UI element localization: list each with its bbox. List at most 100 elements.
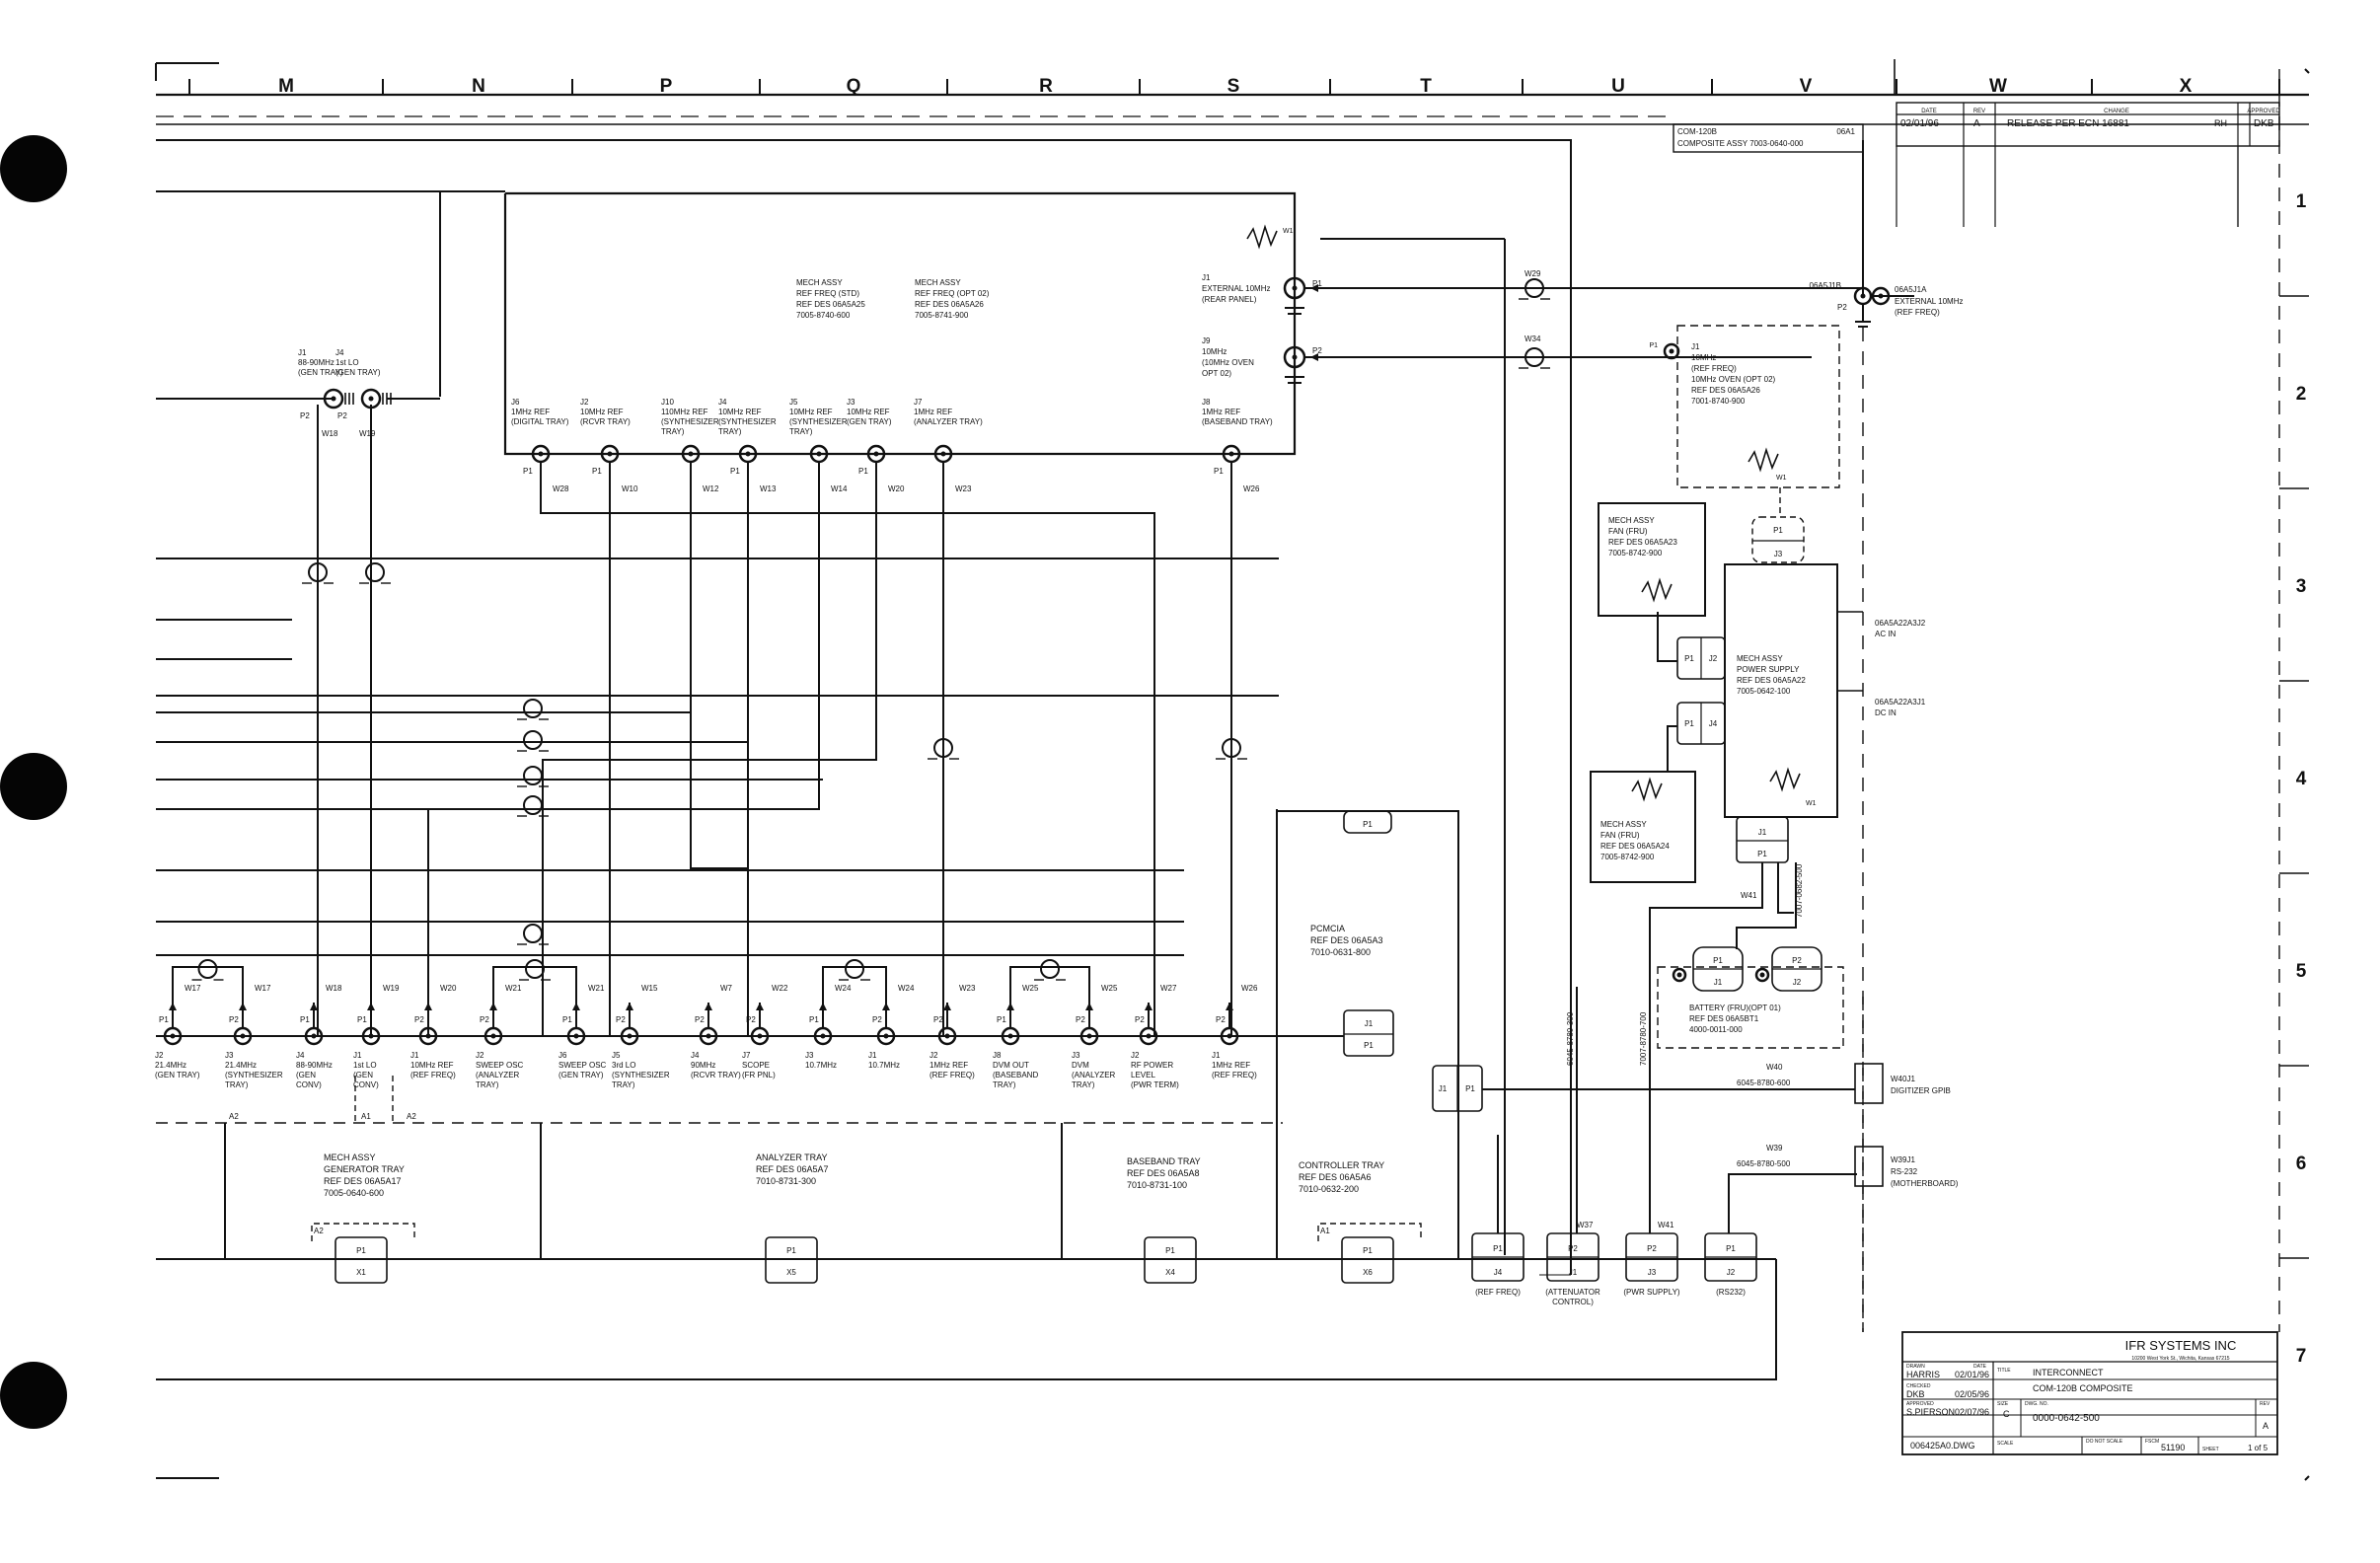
border-column-label: R: [1039, 76, 1053, 97]
bottom-jack-label: (PWR TERM): [1131, 1080, 1179, 1089]
binder-hole-1: [0, 135, 67, 202]
ext-ref-j1-label: EXTERNAL 10MHz: [1202, 284, 1271, 293]
gpib-jack-label: W40J1: [1891, 1075, 1915, 1083]
gen-tray-plug-label: P2: [300, 411, 310, 420]
coax-pin-icon: [1228, 451, 1234, 457]
bottom-jack-label: J7: [742, 1051, 751, 1060]
revision-rev-header: REV: [1973, 109, 1985, 114]
generator-tray-label: GENERATOR TRAY: [324, 1164, 405, 1174]
gpib-cable-label: 6045-8780-600: [1737, 1079, 1791, 1087]
gen-tray-jack-label: 88-90MHz: [298, 358, 335, 367]
bottom-jack-label: TRAY): [225, 1080, 249, 1089]
tray-slot-p-label: P1: [356, 1246, 366, 1255]
coax-pin-icon: [311, 1033, 317, 1039]
ref-bus-jack-label: J4: [718, 398, 727, 407]
ext-jack-label: 06A5J1B: [1810, 281, 1841, 290]
tray-slot-p-label: P1: [1363, 1246, 1373, 1255]
border-column-label: U: [1611, 76, 1625, 97]
bottom-jack-label: SWEEP OSC: [558, 1061, 607, 1070]
coax-pin-icon: [240, 1033, 246, 1039]
arrow-icon: [310, 1003, 318, 1010]
fan1-box: [1598, 502, 1706, 617]
wire-top-left-bus: [156, 139, 1572, 1275]
oven-box: [1676, 325, 1840, 488]
coax-pin-icon: [170, 1033, 176, 1039]
ref-bus-jack-label: J3: [847, 398, 855, 407]
oven-label: 7001-8740-900: [1691, 397, 1746, 406]
ferrite-icon: [1525, 278, 1544, 298]
revision-by: RH: [2214, 118, 2227, 128]
bottom-wire-label: W17: [185, 984, 201, 993]
ferrite-icon: [1040, 959, 1060, 979]
bottom-jack-label: (ANALYZER: [1072, 1071, 1116, 1079]
rs232-sub-label: (MOTHERBOARD): [1891, 1179, 1959, 1188]
composite-box-ref: 06A1: [1836, 127, 1855, 136]
tray-slot-p-label: P1: [786, 1246, 796, 1255]
drawn-name: HARRIS: [1906, 1370, 1940, 1379]
arrow-icon: [819, 1003, 827, 1010]
border-row-label: 2: [2296, 384, 2307, 405]
bottom-wire-label: W18: [326, 984, 342, 993]
motherboard-p-label: P2: [1647, 1244, 1657, 1253]
ref-bus-jack-label: J10: [661, 398, 674, 407]
ext-jack2-label: 06A5J1A: [1895, 285, 1927, 294]
ref-bus-plug-label: P1: [523, 467, 533, 476]
w29-label: W29: [1525, 269, 1541, 278]
coax-pin-icon: [368, 1033, 374, 1039]
psu-w41-label: W41: [1741, 891, 1757, 900]
coax-pin-icon: [944, 1033, 950, 1039]
gen-tray-connector-icon: [323, 388, 344, 409]
bottom-jack-label: (GEN TRAY): [558, 1071, 604, 1079]
ref-bus-jack-label: TRAY): [661, 427, 685, 436]
generator-tray-label: REF DES 06A5A17: [324, 1176, 402, 1186]
coax-pin-icon: [425, 1033, 431, 1039]
power-supply-label: REF DES 06A5A22: [1737, 676, 1806, 685]
border-row-label: 1: [2296, 191, 2307, 212]
bottom-wire-label: W21: [505, 984, 522, 993]
fan1-label: MECH ASSY: [1608, 516, 1655, 525]
revision-date-header: DATE: [1921, 109, 1937, 114]
ref-bus-wire-label: W10: [622, 484, 638, 493]
ferrite-icon: [365, 562, 385, 582]
bottom-plug-label: P2: [1216, 1015, 1226, 1024]
gpib-w-label: W40: [1766, 1063, 1783, 1072]
pcmcia-j1-label: J1: [1365, 1019, 1374, 1028]
revision-rev: A: [1973, 118, 1980, 129]
analyzer-tray-label: ANALYZER TRAY: [756, 1153, 828, 1162]
w1-cable-bundle-icon: [1246, 224, 1278, 250]
ferrite-icon: [523, 766, 543, 785]
psu-p1a-label: P1: [1684, 654, 1694, 663]
wire-rs232: [1728, 1173, 1857, 1233]
arrow-icon: [239, 1003, 247, 1010]
bottom-jack-label: J3: [1072, 1051, 1080, 1060]
arrow-icon: [1310, 284, 1318, 292]
revision-header-box: [1896, 102, 2280, 147]
ref-freq-std-label: MECH ASSY: [796, 278, 843, 287]
bottom-wire-label: W17: [255, 984, 271, 993]
tray-tag-a2b: A2: [407, 1112, 416, 1121]
gpib-connector-box: [1854, 1063, 1884, 1104]
arrow-icon: [489, 1003, 497, 1010]
ref-freq-opt-label: MECH ASSY: [915, 278, 961, 287]
gen-tray-plug-label: P2: [337, 411, 347, 420]
ref-freq-std-label: REF FREQ (STD): [796, 289, 859, 298]
pcmcia-connector-box: [1343, 1009, 1394, 1057]
ref-freq-assembly-outline: [503, 191, 1297, 456]
pcmcia-label: 7010-0631-800: [1310, 947, 1371, 957]
ref-bus-jack-label: (SYNTHESIZER: [661, 417, 719, 426]
psu-cable-number: 7007-0682-500: [1795, 863, 1804, 918]
bottom-jack-label: DVM OUT: [993, 1061, 1029, 1070]
border-column-label: X: [2180, 76, 2193, 97]
pcmcia-p1-box: [1343, 810, 1392, 834]
border-row-label: 3: [2296, 576, 2307, 597]
bottom-plug-label: P1: [562, 1015, 572, 1024]
bottom-jack-label: (GEN: [296, 1071, 316, 1079]
title-block-box: [1901, 1331, 2278, 1455]
psu-j2-label: J2: [1709, 654, 1718, 663]
psu-p1-label: P1: [1773, 526, 1783, 535]
revision-change-header: CHANGE: [2104, 109, 2129, 114]
ref-bus-jack-label: (BASEBAND TRAY): [1202, 417, 1273, 426]
coax-pin-icon: [490, 1033, 496, 1039]
baseband-tray-label: BASEBAND TRAY: [1127, 1156, 1201, 1166]
arrow-icon: [572, 1003, 580, 1010]
